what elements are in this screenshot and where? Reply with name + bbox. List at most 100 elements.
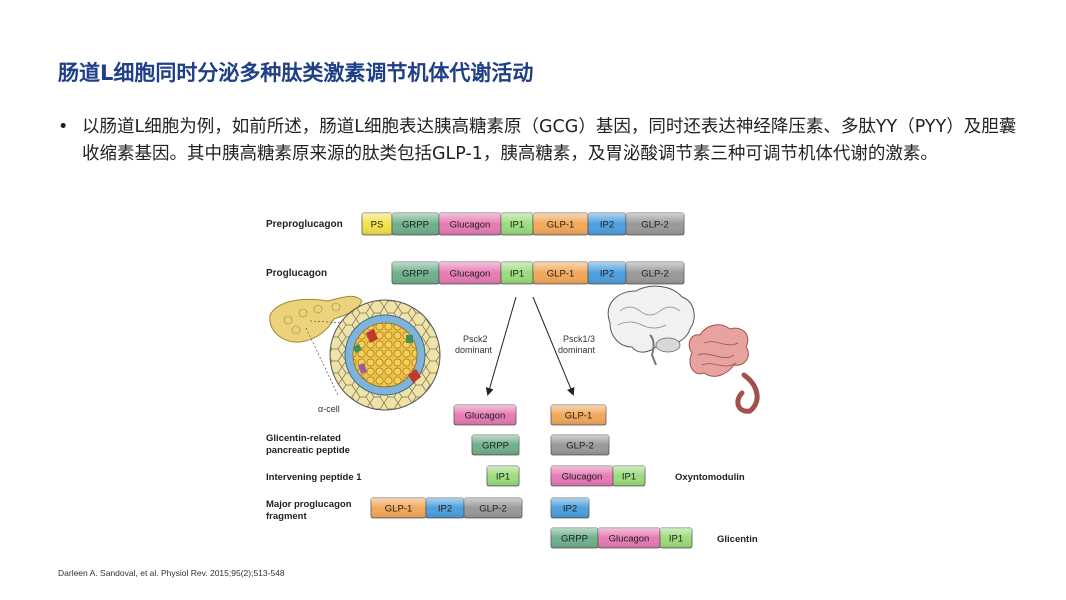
segment-shine [487,466,519,486]
segment-shine [551,466,613,486]
segment-shine [472,435,519,455]
segment-glp-1: GLP-1 [532,212,589,236]
preproglucagon-bar: PS GRPP Glucagon IP1 GLP-1 IP2 GLP-2 [361,212,685,236]
label-mpgf-1: Major proglucagon [266,499,352,510]
arrow-pancreas [485,296,517,396]
segment-grpp: GRPP [471,434,520,456]
segment-shine [392,213,439,235]
segment-glp-1-label: GLP-1 [547,220,574,231]
segment-shine [588,213,626,235]
segment-ps: PS [361,212,393,236]
segment-grpp-label: GRPP [402,269,429,280]
segment-ip2-label: IP2 [600,220,614,231]
segment-glp-1-label: GLP-1 [547,269,574,280]
segment-glucagon: Glucagon [453,404,517,426]
label-preproglucagon: Preproglucagon [266,219,343,230]
segment-shine [454,405,516,425]
segment-grpp: GRPP [391,261,440,285]
segment-ip1: IP1 [612,465,646,487]
segment-shine [598,528,660,548]
brain-illustration [607,285,695,366]
segment-ip2: IP2 [587,261,627,285]
segment-ip2-label: IP2 [438,504,452,515]
segment-glp-1: GLP-1 [370,497,427,519]
segment-shine [362,213,392,235]
label-grpp-full-1: Glicentin-related [266,433,341,444]
label-ip1-full: Intervening peptide 1 [266,472,362,483]
segment-grpp: GRPP [550,527,599,549]
segment-ip1-label: IP1 [496,472,510,483]
segment-glucagon-label: Glucagon [465,411,506,422]
segment-glp-2-label: GLP-2 [566,441,593,452]
label-alpha-cell: α-cell [318,404,340,414]
segment-glp-1-label: GLP-1 [565,411,592,422]
segment-ip1-label: IP1 [510,269,524,280]
segment-ip1: IP1 [659,527,693,549]
segment-glucagon: Glucagon [438,212,502,236]
segment-shine [392,262,439,284]
segment-ps-label: PS [371,220,384,231]
segment-ip2: IP2 [587,212,627,236]
citation: Darleen A. Sandoval, et al. Physiol Rev.… [58,568,285,578]
segment-glp-1: GLP-1 [532,261,589,285]
segment-shine [371,498,426,518]
label-psck13: Psck1/3 [563,334,595,344]
segment-glucagon-label: Glucagon [562,472,603,483]
segment-ip1: IP1 [500,261,534,285]
segment-shine [464,498,522,518]
segment-shine [501,213,533,235]
segment-shine [626,262,684,284]
arrow-intestine [532,296,575,396]
segment-glp-2-label: GLP-2 [641,220,668,231]
segment-glp-2: GLP-2 [463,497,523,519]
segment-glp-2: GLP-2 [550,434,610,456]
segment-glucagon: Glucagon [438,261,502,285]
segment-glp-1: GLP-1 [550,404,607,426]
bullet-marker: • [58,117,69,137]
segment-ip2-label: IP2 [600,269,614,280]
segment-grpp-label: GRPP [561,534,588,545]
segment-shine [626,213,684,235]
segment-grpp-label: GRPP [402,220,429,231]
segment-grpp: GRPP [391,212,440,236]
bullet-paragraph: • 以肠道L细胞为例，如前所述，肠道L细胞表达胰高糖素原（GCG）基因，同时还表… [58,114,1018,168]
segment-shine [551,528,598,548]
segment-glucagon-label: Glucagon [450,220,491,231]
slide-title: 肠道L细胞同时分泌多种肽类激素调节机体代谢活动 [58,61,534,85]
segment-ip1: IP1 [500,212,534,236]
label-psck13-sub: dominant [558,345,596,355]
segment-ip1-label: IP1 [622,472,636,483]
segment-grpp-label: GRPP [482,441,509,452]
proglucagon-bar: GRPP Glucagon IP1 GLP-1 IP2 GLP-2 [391,261,685,285]
label-psck2: Psck2 [463,334,488,344]
segment-ip1-label: IP1 [669,534,683,545]
segment-shine [439,213,501,235]
segment-shine [551,405,606,425]
segment-glp-2: GLP-2 [625,212,685,236]
segment-ip2-label: IP2 [563,504,577,515]
segment-shine [501,262,533,284]
islet-illustration [329,299,441,411]
bullet-text: 以肠道L细胞为例，如前所述，肠道L细胞表达胰高糖素原（GCG）基因，同时还表达神… [82,117,1017,164]
segment-glp-1-label: GLP-1 [385,504,412,515]
segment-shine [660,528,692,548]
label-mpgf-2: fragment [266,511,307,522]
segment-shine [533,213,588,235]
segment-glucagon: Glucagon [550,465,614,487]
segment-shine [551,435,609,455]
segment-glp-2: GLP-2 [625,261,685,285]
intestine-illustration [688,324,760,414]
segment-ip1: IP1 [486,465,520,487]
segment-shine [613,466,645,486]
segment-shine [551,498,589,518]
segment-shine [588,262,626,284]
label-glicentin: Glicentin [717,534,758,545]
segment-shine [439,262,501,284]
label-oxyntomodulin: Oxyntomodulin [675,472,745,483]
label-psck2-sub: dominant [455,345,493,355]
segment-glp-2-label: GLP-2 [479,504,506,515]
segment-glucagon: Glucagon [597,527,661,549]
